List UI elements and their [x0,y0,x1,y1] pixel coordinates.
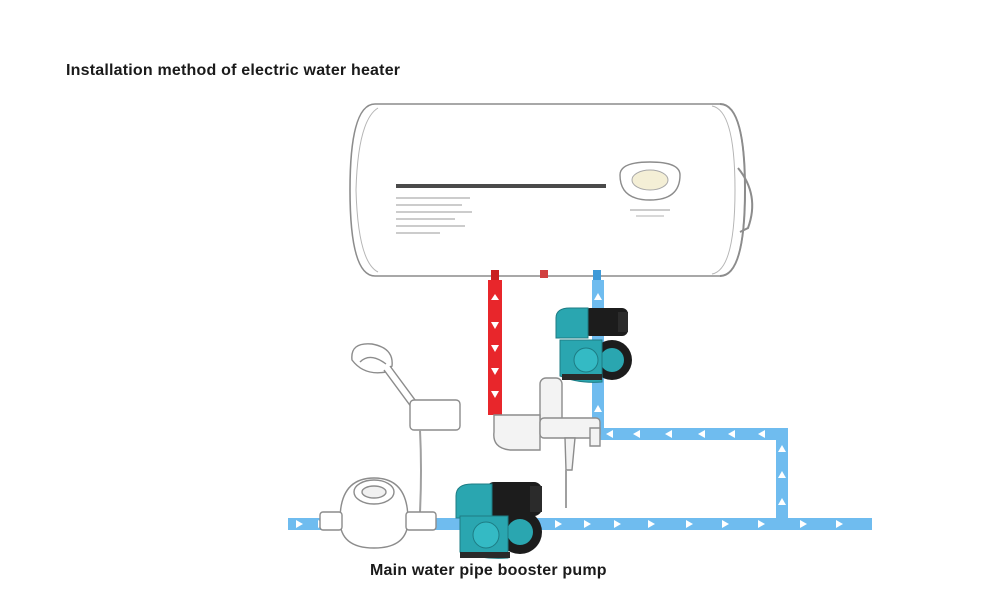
water-meter-icon [319,477,437,549]
shower-head-icon [351,343,461,513]
cold-inlet [593,270,601,280]
diagram-caption: Main water pipe booster pump [370,562,607,579]
hot-water-pipe [488,280,502,415]
tank-stripe [396,184,606,188]
diagram-title: Installation method of electric water he… [66,62,401,79]
water-heater-tank [349,103,754,280]
main-booster-pump-icon [455,482,542,559]
hot-outlet [491,270,499,280]
relief-valve [540,270,548,278]
tank-label-text [396,197,472,234]
thermostat-dial-icon [619,161,681,217]
upper-booster-pump-icon [555,307,632,383]
mixer-faucet-icon [493,377,601,508]
